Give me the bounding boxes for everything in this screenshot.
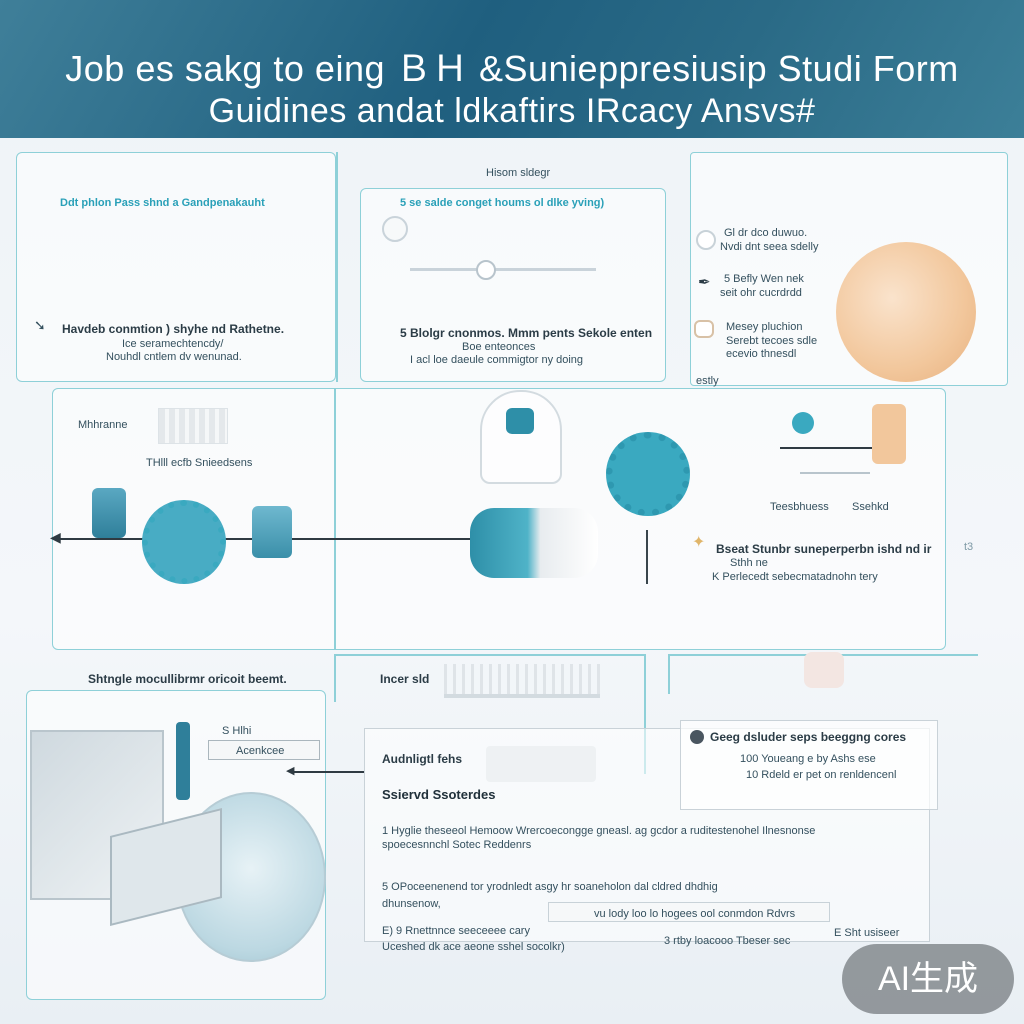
top-right-item-3b: Serebt tecoes sdle: [726, 335, 818, 347]
middle-line-3: K Perlecedt sebecmatadnohn tery: [712, 571, 878, 583]
capsule-device-illustration: [470, 508, 598, 578]
inline-field-box: [548, 902, 830, 922]
panel-top-mid: [360, 188, 666, 382]
bottom-divider-3: [668, 654, 670, 694]
bottom-para-3b: Uceshed dk ace aeone sshel socolkr): [382, 941, 565, 953]
middle-label-left: Mhhranne: [78, 419, 128, 431]
ai-generated-watermark: AI生成: [842, 944, 1014, 1014]
toggle-icon: [696, 230, 716, 250]
spark-icon: ✦: [692, 534, 706, 551]
mini-chart-illustration: [158, 408, 228, 444]
small-label-box: [208, 740, 320, 760]
peach-block-illustration: [872, 404, 906, 464]
bottom-heading-left: Shtngle mocullibrmr oricoit beemt.: [88, 672, 287, 686]
panel-bottom-right-card: [680, 720, 938, 810]
speech-icon: [694, 320, 714, 338]
tube-illustration: [176, 722, 190, 800]
dome-device-illustration: [480, 390, 562, 484]
gear-big-icon: [606, 432, 690, 516]
top-divider: [336, 152, 338, 382]
bottom-label: Audnligtl fehs: [382, 752, 462, 766]
top-mid-label: Hisom sldegr: [486, 167, 551, 179]
title-line-1: Job es sakg to eing ＢＨ &Sunieppresiusip …: [65, 48, 959, 89]
sphere-illustration: [836, 242, 976, 382]
top-right-item-3a: Mesey pluchion: [726, 321, 803, 333]
bottom-heading-mid: Incer sld: [380, 672, 430, 686]
placeholder-box: [486, 746, 596, 782]
jar-left-illustration: [92, 488, 126, 538]
bottom-divider-1: [334, 656, 336, 702]
middle-step: Bseat Stunbr suneperperbn ishd nd ir: [716, 542, 932, 556]
bottom-small-label-2: Acenkcee: [236, 745, 285, 757]
bottom-subheading: Ssiervd Ssoterdes: [382, 787, 496, 802]
bottom-para-3d: E Sht usiseer: [834, 927, 900, 939]
top-right-item-1a: Gl dr dco duwuo.: [724, 227, 808, 239]
middle-label-right-2: Ssehkd: [852, 501, 889, 513]
dropper-line: [800, 472, 870, 474]
badge-dot-icon: [690, 730, 704, 744]
bottom-top-rule: [334, 654, 644, 656]
top-left-line-3: Nouhdl cntlem dv wenunad.: [106, 351, 242, 363]
bottom-divider-2: [644, 654, 646, 774]
bottom-para-1b: spoecesnnchl Sotec Reddenrs: [382, 839, 532, 851]
top-right-footer: estly: [696, 375, 719, 387]
bottom-right-1: Geeg dsluder seps beeggng cores: [710, 730, 907, 744]
brush-icon: ✒: [698, 274, 711, 291]
top-left-line-2: Ice seramechtencdy/: [122, 338, 224, 350]
bottom-para-1a: 1 Hyglie theseeol Hemoow Wrercoecongge g…: [382, 825, 816, 837]
slider-knob-icon: [382, 216, 408, 242]
top-mid-heading: 5 se salde conget houms ol dlke yving): [400, 197, 605, 209]
title-banner: Job es sakg to eing ＢＨ &Sunieppresiusip …: [0, 0, 1024, 138]
jar-right-illustration: [252, 506, 292, 558]
top-left-step: Havdeb conmtion ) shyhe nd Rathetne.: [62, 322, 285, 336]
top-right-item-2b: seit ohr cucrdrdd: [720, 287, 802, 299]
arrow-icon: ➘: [34, 317, 46, 333]
bottom-para-2b: dhunsenow,: [382, 898, 441, 910]
middle-side-mark: t3: [964, 541, 974, 553]
top-mid-line-3: I acl loe daeule commigtor ny doing: [410, 354, 584, 366]
top-right-item-2a: 5 Befly Wen nek: [724, 273, 804, 285]
comb-illustration: [444, 664, 600, 698]
middle-line-2: Sthh ne: [730, 557, 768, 569]
flow-arrow-head-icon: ◀: [50, 529, 61, 545]
top-mid-step: 5 Blolgr cnonmos. Mmm pents Sekole enten: [400, 326, 653, 340]
bottom-arrow-head-icon: ◀: [286, 765, 295, 777]
stand-line: [646, 530, 648, 584]
bottom-right-3: 10 Rdeld er pet on renldencenl: [746, 769, 897, 781]
bottom-para-2a: 5 OPoceenenend tor yrodnledt asgy hr soa…: [382, 881, 718, 893]
middle-label-right-1: Teesbhuess: [770, 501, 829, 513]
stick-line: [780, 447, 872, 449]
bottom-small-label-1: S Hlhi: [222, 725, 252, 737]
dome-cap-icon: [506, 408, 534, 434]
gear-left-icon: [142, 500, 226, 584]
panel-top-left: [16, 152, 336, 382]
bottom-para-3c: 3 rtby loacooo Tbeser sec: [664, 935, 791, 947]
middle-divider: [334, 388, 336, 650]
ball-icon: [792, 412, 814, 434]
slider-thumb-icon: [476, 260, 496, 280]
top-right-item-1b: Nvdi dnt seea sdelly: [720, 241, 819, 253]
bottom-para-3a: E) 9 Rnettnnce seeceeee cary: [382, 925, 530, 937]
top-right-item-3c: ecevio thnesdl: [726, 348, 797, 360]
bottom-arrow-line: [292, 771, 364, 773]
bottom-right-2: 100 Youeang e by Ashs ese: [740, 753, 876, 765]
bottom-para-2c: vu lody loo lo hogees ool conmdon Rdvrs: [594, 908, 796, 920]
top-mid-line-2: Boe enteonces: [462, 341, 536, 353]
title-line-2: Guidines andat ldkaftirs IRcacy Ansvs#: [208, 92, 816, 130]
small-figure-icon: [804, 652, 844, 688]
top-left-heading: Ddt phlon Pass shnd a Gandpenakauht: [60, 197, 265, 209]
slider-track: [410, 268, 596, 271]
middle-label-mid: THlll ecfb Snieedsens: [146, 457, 253, 469]
